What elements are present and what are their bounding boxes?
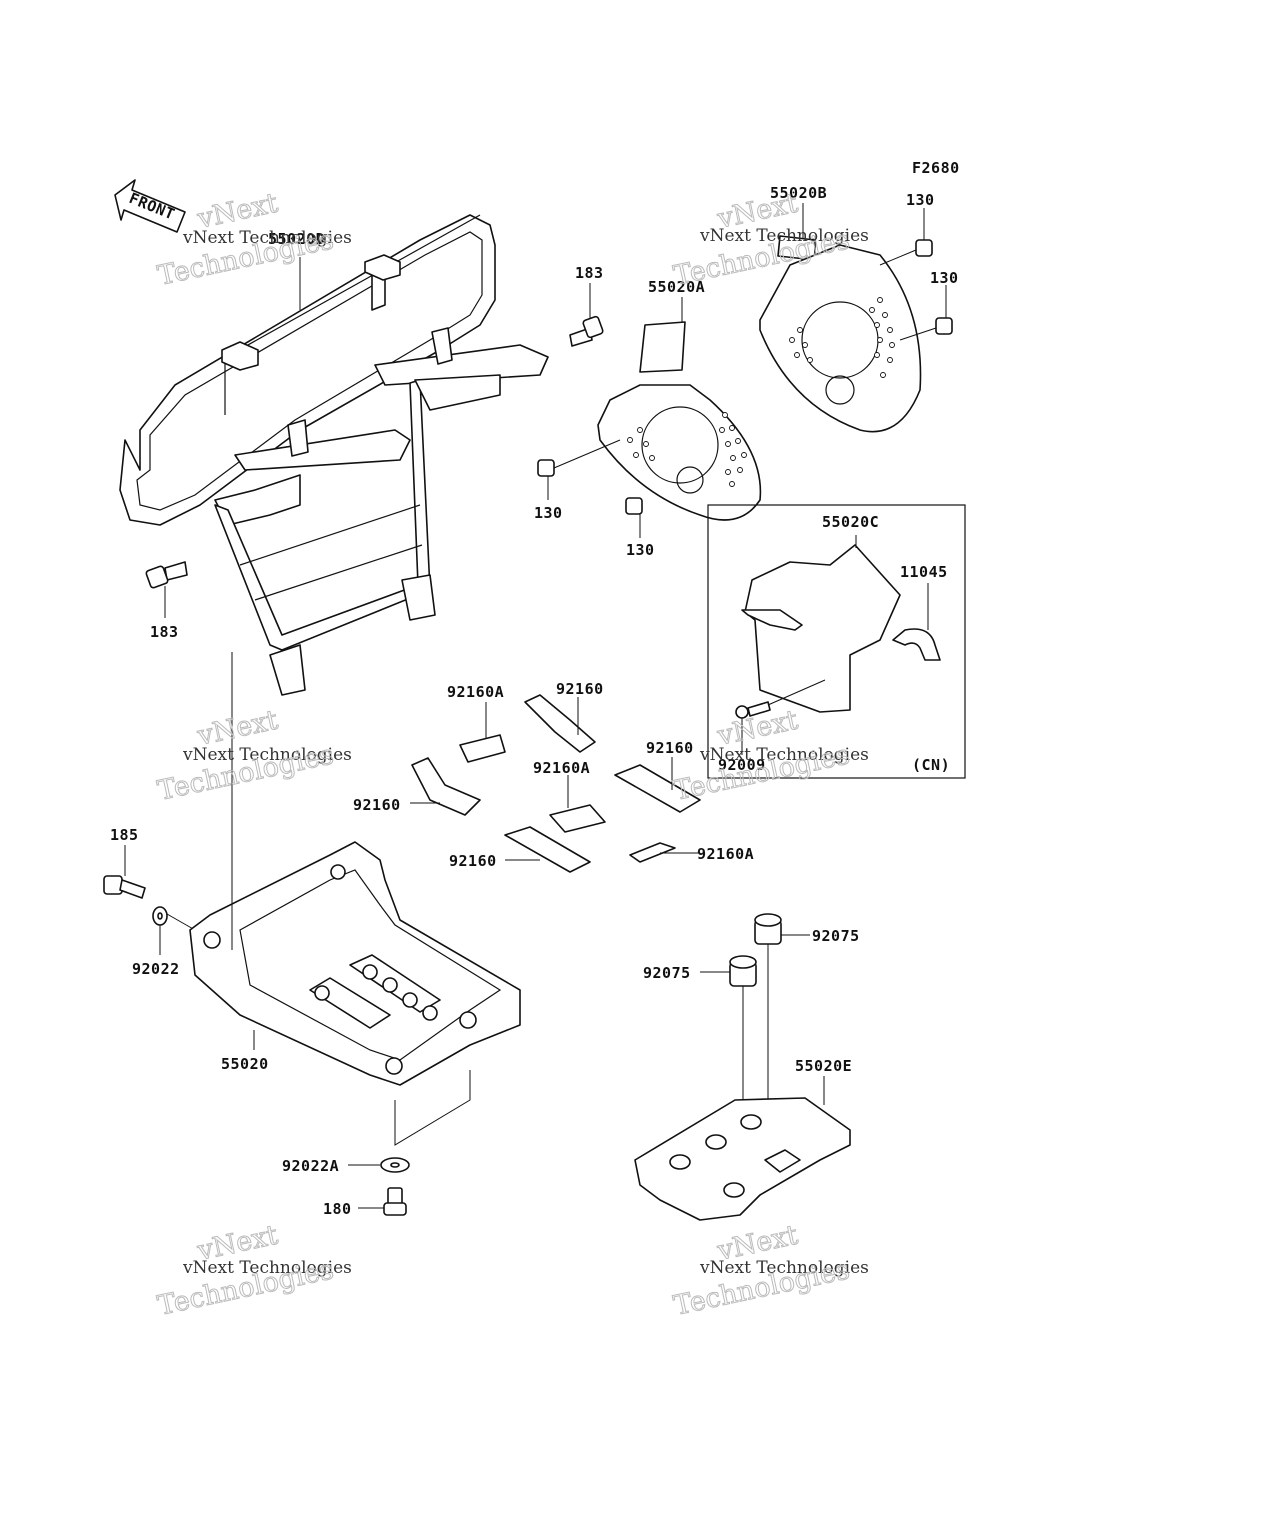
clamp-11045: [892, 628, 941, 661]
figure-code: F2680: [912, 159, 960, 177]
callout-55020D: 55020D: [268, 230, 325, 248]
bolt-180: [383, 1187, 407, 1216]
pad-92160A-2: [549, 804, 606, 833]
bolt-183-lower: [145, 561, 188, 589]
callout-55020A: 55020A: [648, 278, 705, 296]
watermark-6: vNext vNext Technologies Technologies: [671, 1219, 869, 1322]
svg-text:vNext Technologies: vNext Technologies: [699, 1258, 869, 1278]
watermark-5: vNext vNext Technologies Technologies: [155, 1219, 352, 1322]
pad-92160-1: [524, 694, 596, 753]
callout-130-right: 130: [930, 269, 959, 287]
callout-92160-1: 92160: [556, 680, 604, 698]
svg-text:vNext Technologies: vNext Technologies: [699, 226, 869, 246]
washer-92022A: [380, 1157, 410, 1173]
rotor-guard-55020B: [759, 235, 922, 433]
callout-92160A-1: 92160A: [447, 683, 504, 701]
callout-55020C: 55020C: [822, 513, 879, 531]
front-guard-55020D: [119, 214, 549, 696]
pad-92160-2: [411, 757, 481, 816]
bolt-185: [103, 875, 146, 899]
bolt-130-top-right: [879, 239, 933, 266]
cn-box: [707, 504, 966, 779]
callout-92160A-3: 92160A: [697, 845, 754, 863]
callout-183-lower: 183: [150, 623, 179, 641]
callout-92160-4: 92160: [449, 852, 497, 870]
callout-92022A: 92022A: [282, 1157, 339, 1175]
watermark-4: vNext vNext Technologies Technologies: [671, 704, 869, 807]
callout-180: 180: [323, 1200, 352, 1218]
callout-130-top-right: 130: [906, 191, 935, 209]
pad-92160A-1: [459, 734, 506, 763]
spacer-92075-upper: [754, 913, 782, 1148]
bolt-130-left: [537, 439, 621, 477]
callout-130-center: 130: [626, 541, 655, 559]
bolt-130-center: [625, 497, 643, 515]
cover-55020C: [741, 544, 901, 713]
plate-55020E: [634, 1097, 851, 1221]
callout-55020E: 55020E: [795, 1057, 852, 1075]
washer-92022: [152, 906, 196, 931]
bolt-183-upper: [569, 315, 604, 347]
callout-55020B: 55020B: [770, 184, 827, 202]
callout-92160-2: 92160: [353, 796, 401, 814]
callout-130-left: 130: [534, 504, 563, 522]
watermark-1: vNext vNext Technologies Technologies: [155, 187, 352, 292]
svg-text:vNext Technologies: vNext Technologies: [182, 745, 352, 765]
callout-92075-lower: 92075: [643, 964, 691, 982]
skid-plate-55020: [189, 841, 521, 1086]
svg-text:vNext Technologies: vNext Technologies: [699, 745, 869, 765]
callout-92160-3: 92160: [646, 739, 694, 757]
callout-185: 185: [110, 826, 139, 844]
callout-92009: 92009: [718, 756, 766, 774]
callout-92075-upper: 92075: [812, 927, 860, 945]
front-arrow-icon: FRONT: [114, 179, 186, 233]
watermark-3: vNext vNext Technologies Technologies: [155, 704, 352, 807]
callout-55020: 55020: [221, 1055, 269, 1073]
callout-11045: 11045: [900, 563, 948, 581]
svg-text:vNext Technologies: vNext Technologies: [182, 1258, 352, 1278]
pad-92160A-3: [629, 842, 676, 863]
screw-92009: [735, 679, 826, 719]
pad-92160-3: [614, 764, 701, 813]
callout-92160A-2: 92160A: [533, 759, 590, 777]
svg-text:vNext Technologies: vNext Technologies: [182, 228, 352, 248]
cn-label: (CN): [912, 756, 950, 774]
bolt-130-right: [899, 317, 953, 341]
callout-183-upper: 183: [575, 264, 604, 282]
pad-92160-4: [504, 826, 591, 873]
rotor-guard-55020A: [597, 321, 762, 521]
callout-92022: 92022: [132, 960, 180, 978]
